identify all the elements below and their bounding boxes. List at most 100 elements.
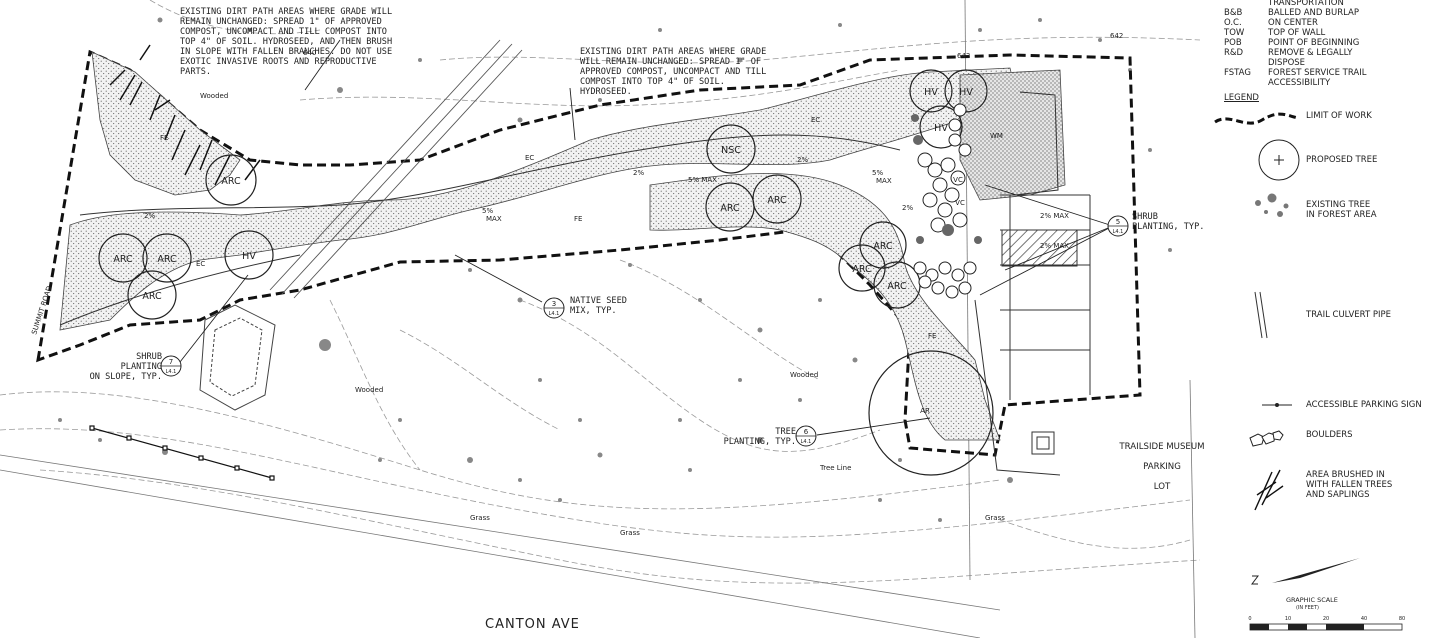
legend-heading: LEGEND bbox=[1224, 93, 1259, 103]
graphic-scale-bar bbox=[1249, 623, 1403, 631]
tree-label-ar: AR bbox=[920, 407, 930, 415]
tree-label-arc: ARC bbox=[157, 254, 177, 265]
svg-text:20: 20 bbox=[1323, 616, 1329, 622]
trail-area-west bbox=[91, 51, 241, 196]
svg-text:3: 3 bbox=[552, 300, 556, 308]
slope-max: MAX bbox=[876, 177, 892, 185]
graphic-scale-title: GRAPHIC SCALE bbox=[1286, 596, 1338, 604]
brushed-area-symbols bbox=[109, 44, 261, 186]
legend-symbols bbox=[1214, 112, 1403, 631]
tree-label-arc: ARC bbox=[767, 195, 787, 206]
callout-bubble-tree: 6 L4.1 bbox=[795, 425, 817, 447]
legend-trail-culvert: TRAIL CULVERT PIPE bbox=[1306, 310, 1391, 320]
trail-area-main bbox=[59, 67, 1021, 331]
tree-label-arc: ARC bbox=[873, 241, 893, 252]
tree-label-hv: HV bbox=[242, 251, 256, 262]
grass-label: Grass bbox=[620, 529, 640, 537]
slope-5-max: 5% MAX bbox=[688, 176, 717, 184]
callout-text-tree: TREE PLANTING, TYP. bbox=[723, 427, 796, 447]
contour-label: 642 bbox=[1110, 32, 1123, 40]
trail-edge-lines bbox=[59, 91, 1091, 476]
existing-tree-symbol bbox=[1255, 193, 1289, 217]
area-labels: FE FE FE EC EC EC WM bbox=[160, 116, 1003, 340]
svg-text:40: 40 bbox=[1361, 616, 1367, 622]
small-shrub-circles bbox=[913, 103, 977, 299]
slope-labels: 2% 2% 2% 2% 5% MAX 5% MAX 5% MAX 2% MAX … bbox=[144, 156, 1069, 250]
svg-text:0: 0 bbox=[1248, 616, 1251, 622]
slope-2-max: 2% MAX bbox=[1040, 212, 1069, 220]
ec-label: EC bbox=[196, 260, 205, 268]
ec-label: EC bbox=[525, 154, 534, 162]
contour-label: 643 bbox=[957, 52, 970, 60]
legend-boulders: BOULDERS bbox=[1306, 430, 1353, 440]
svg-text:6: 6 bbox=[804, 428, 809, 436]
legend-existing-tree: EXISTING TREE IN FOREST AREA bbox=[1306, 200, 1377, 220]
tree-label-arc: ARC bbox=[142, 291, 162, 302]
tree-label-hv: HV bbox=[934, 123, 948, 134]
canton-ave-label: CANTON AVE bbox=[485, 617, 580, 632]
abbreviation-row: TRANSPORTATION bbox=[1268, 0, 1344, 8]
contour-lines bbox=[0, 0, 1201, 584]
svg-text:L4.1: L4.1 bbox=[166, 369, 177, 375]
tree-label-arc: ARC bbox=[852, 264, 872, 275]
callout-text-shrub: SHRUB PLANTING, TYP. bbox=[1132, 212, 1205, 232]
svg-text:L4.1: L4.1 bbox=[549, 311, 560, 317]
callout-bubble-native-seed: 3 L4.1 bbox=[543, 297, 565, 319]
museum-sign-box bbox=[1031, 431, 1055, 455]
svg-text:80: 80 bbox=[1399, 616, 1405, 622]
callout-leaders bbox=[179, 39, 1114, 436]
abbreviation-row: ACCESSIBILITY bbox=[1268, 78, 1331, 88]
callout-text-native-seed: NATIVE SEED MIX, TYP. bbox=[570, 296, 627, 316]
slope-2: 2% bbox=[633, 169, 644, 177]
tree-label-vc: VC bbox=[955, 199, 965, 207]
slope-5: 5% bbox=[872, 169, 883, 177]
accessible-sign-symbol bbox=[1262, 403, 1292, 407]
tree-labels: ARC ARC ARC ARC HV NSC ARC ARC ARC ARC A… bbox=[113, 87, 973, 415]
scale-tick-labels: 0 10 20 40 80 bbox=[1248, 616, 1405, 622]
fe-label: FE bbox=[160, 134, 168, 142]
proposed-tree-symbol bbox=[1258, 139, 1300, 181]
trail-area-east bbox=[649, 173, 1001, 441]
note-existing-path-left: EXISTING DIRT PATH AREAS WHERE GRADE WIL… bbox=[180, 7, 393, 77]
grass-label: Grass bbox=[470, 514, 490, 522]
wooded-label: Wooded bbox=[200, 92, 228, 100]
wooded-label: Wooded bbox=[355, 386, 383, 394]
trail-area-northeast bbox=[959, 69, 1066, 201]
context-labels: Wooded Wooded Wooded Grass Grass Grass T… bbox=[200, 32, 1123, 537]
slope-2: 2% bbox=[797, 156, 808, 164]
accessible-parking-hatch bbox=[1001, 229, 1078, 267]
svg-text:5: 5 bbox=[1116, 218, 1120, 226]
callout-bubble-shrub: 5 L4.1 bbox=[1107, 215, 1129, 237]
svg-text:7: 7 bbox=[169, 358, 173, 366]
limit-of-work-boundary bbox=[36, 49, 1142, 457]
tree-label-hv: HV bbox=[924, 87, 938, 98]
slope-5: 5% bbox=[482, 207, 493, 215]
limit-of-work-symbol bbox=[1214, 112, 1299, 125]
boulders-symbol bbox=[1249, 430, 1284, 447]
legend-proposed-tree: PROPOSED TREE bbox=[1306, 155, 1378, 165]
grass-label: Grass bbox=[985, 514, 1005, 522]
slope-max: MAX bbox=[486, 215, 502, 223]
fe-label: FE bbox=[928, 332, 936, 340]
building-footprint bbox=[199, 304, 276, 411]
tree-label-arc: ARC bbox=[113, 254, 133, 265]
ec-label: EC bbox=[811, 116, 820, 124]
wm-label: WM bbox=[990, 132, 1003, 140]
slope-2: 2% bbox=[902, 204, 913, 212]
trail-culvert-symbol bbox=[1254, 291, 1268, 339]
existing-trees-dark bbox=[911, 114, 982, 244]
tree-line-label: Tree Line bbox=[819, 464, 851, 472]
svg-text:10: 10 bbox=[1285, 616, 1291, 622]
tree-label-nsc: NSC bbox=[721, 145, 741, 156]
abbreviation-row: O.C.ON CENTER bbox=[1224, 18, 1318, 28]
tree-label-arc: ARC bbox=[720, 203, 740, 214]
svg-text:L4.1: L4.1 bbox=[1113, 229, 1124, 235]
legend-accessible-sign: ACCESSIBLE PARKING SIGN bbox=[1306, 400, 1422, 410]
tree-label-arc: ARC bbox=[887, 281, 907, 292]
